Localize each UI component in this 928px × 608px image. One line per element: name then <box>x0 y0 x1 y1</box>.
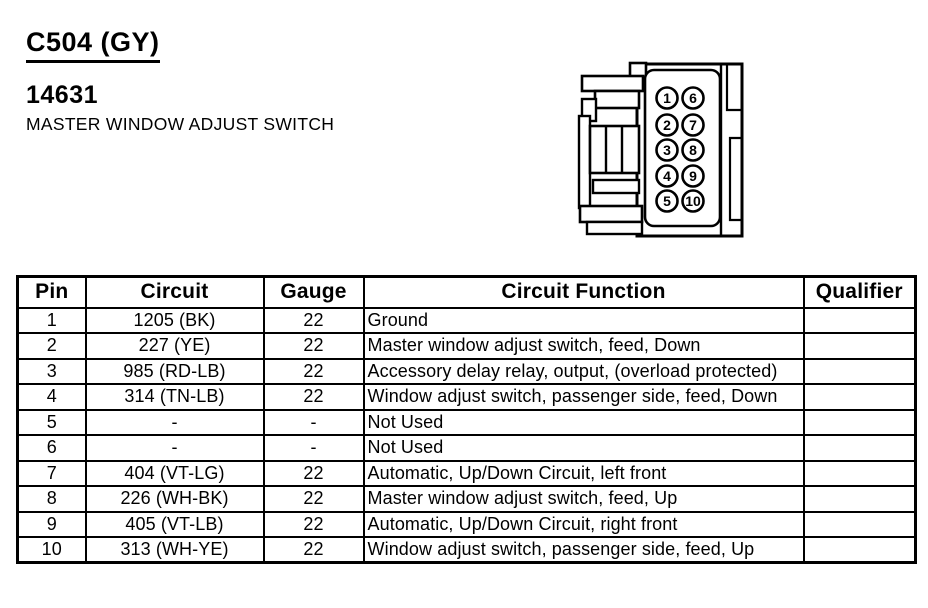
gauge-cell: 22 <box>262 357 365 385</box>
pinout-table: Pin Circuit Gauge Circuit Function Quali… <box>16 275 917 564</box>
qualifier-cell <box>802 510 917 538</box>
connector-description: MASTER WINDOW ADJUST SWITCH <box>26 114 335 134</box>
qualifier-cell <box>802 536 917 564</box>
col-header-gauge: Gauge <box>262 275 365 309</box>
pin-cavities: 1 2 3 4 5 6 7 8 9 10 <box>655 86 705 213</box>
pin-cell: 4 <box>16 383 87 411</box>
table-row: 7 404 (VT-LG) 22 Automatic, Up/Down Circ… <box>16 459 917 487</box>
function-cell: Automatic, Up/Down Circuit, right front <box>362 510 805 538</box>
connector-diagram: 1 2 3 4 5 6 7 8 9 10 <box>577 61 744 238</box>
pin-cell: 8 <box>16 485 87 513</box>
pin-cell: 9 <box>16 510 87 538</box>
table-row: 9 405 (VT-LB) 22 Automatic, Up/Down Circ… <box>16 510 917 538</box>
function-cell: Not Used <box>362 408 805 436</box>
qualifier-cell <box>802 357 917 385</box>
pin-cell: 10 <box>16 536 87 564</box>
circuit-cell: 227 (YE) <box>84 332 265 360</box>
gauge-cell: 22 <box>262 536 365 564</box>
table-row: 4 314 (TN-LB) 22 Window adjust switch, p… <box>16 383 917 411</box>
function-cell: Window adjust switch, passenger side, fe… <box>362 383 805 411</box>
gauge-cell: - <box>262 434 365 462</box>
circuit-cell: 985 (RD-LB) <box>84 357 265 385</box>
part-number: 14631 <box>26 81 99 109</box>
table-header-row: Pin Circuit Gauge Circuit Function Quali… <box>16 275 917 309</box>
function-cell: Automatic, Up/Down Circuit, left front <box>362 459 805 487</box>
pin-number: 6 <box>689 90 697 106</box>
circuit-cell: - <box>84 408 265 436</box>
function-cell: Master window adjust switch, feed, Up <box>362 485 805 513</box>
col-header-pin: Pin <box>16 275 87 309</box>
gauge-cell: 22 <box>262 510 365 538</box>
gauge-cell: 22 <box>262 459 365 487</box>
circuit-cell: 313 (WH-YE) <box>84 536 265 564</box>
pin-number: 5 <box>663 193 671 209</box>
table-row: 3 985 (RD-LB) 22 Accessory delay relay, … <box>16 357 917 385</box>
function-cell: Accessory delay relay, output, (overload… <box>362 357 805 385</box>
circuit-cell: - <box>84 434 265 462</box>
function-cell: Window adjust switch, passenger side, fe… <box>362 536 805 564</box>
pin-number: 3 <box>663 142 671 158</box>
table-row: 6 - - Not Used <box>16 434 917 462</box>
qualifier-cell <box>802 408 917 436</box>
gauge-cell: - <box>262 408 365 436</box>
function-cell: Ground <box>362 306 805 334</box>
page-header: C504 (GY) <box>26 27 160 63</box>
qualifier-cell <box>802 485 917 513</box>
function-cell: Master window adjust switch, feed, Down <box>362 332 805 360</box>
pin-number: 7 <box>689 117 697 133</box>
circuit-cell: 405 (VT-LB) <box>84 510 265 538</box>
circuit-cell: 1205 (BK) <box>84 306 265 334</box>
qualifier-cell <box>802 459 917 487</box>
pin-number: 2 <box>663 117 671 133</box>
table-row: 1 1205 (BK) 22 Ground <box>16 306 917 334</box>
function-cell: Not Used <box>362 434 805 462</box>
pin-cell: 7 <box>16 459 87 487</box>
connector-id-title: C504 (GY) <box>26 27 160 63</box>
col-header-circuit: Circuit <box>84 275 265 309</box>
table-row: 10 313 (WH-YE) 22 Window adjust switch, … <box>16 536 917 564</box>
table-row: 8 226 (WH-BK) 22 Master window adjust sw… <box>16 485 917 513</box>
pin-number: 4 <box>663 168 671 184</box>
qualifier-cell <box>802 434 917 462</box>
table-row: 2 227 (YE) 22 Master window adjust switc… <box>16 332 917 360</box>
gauge-cell: 22 <box>262 332 365 360</box>
pin-number: 8 <box>689 142 697 158</box>
gauge-cell: 22 <box>262 306 365 334</box>
pin-cell: 2 <box>16 332 87 360</box>
table-row: 5 - - Not Used <box>16 408 917 436</box>
col-header-function: Circuit Function <box>362 275 805 309</box>
pin-cell: 1 <box>16 306 87 334</box>
pin-number: 9 <box>689 168 697 184</box>
connector-latch <box>577 74 645 236</box>
circuit-cell: 226 (WH-BK) <box>84 485 265 513</box>
pin-cell: 3 <box>16 357 87 385</box>
pin-cell: 6 <box>16 434 87 462</box>
circuit-cell: 404 (VT-LG) <box>84 459 265 487</box>
qualifier-cell <box>802 383 917 411</box>
gauge-cell: 22 <box>262 383 365 411</box>
qualifier-cell <box>802 332 917 360</box>
pin-cell: 5 <box>16 408 87 436</box>
pin-number: 1 <box>663 90 671 106</box>
col-header-qualifier: Qualifier <box>802 275 917 309</box>
pin-number: 10 <box>685 193 701 209</box>
qualifier-cell <box>802 306 917 334</box>
gauge-cell: 22 <box>262 485 365 513</box>
circuit-cell: 314 (TN-LB) <box>84 383 265 411</box>
